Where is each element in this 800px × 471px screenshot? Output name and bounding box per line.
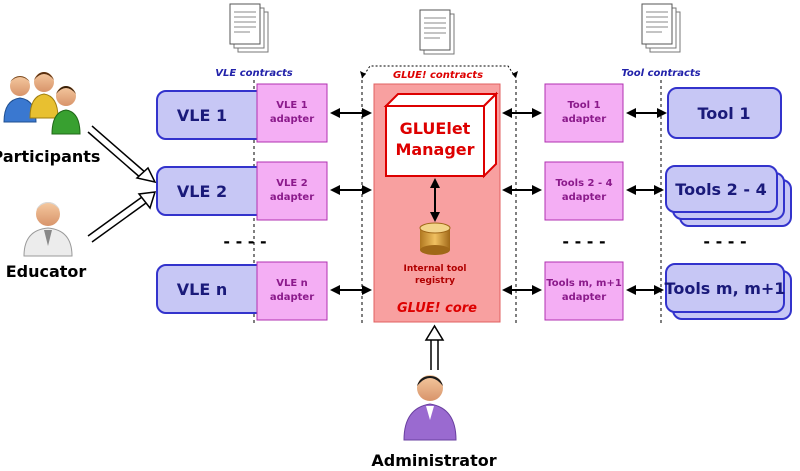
- tool-2-box: [665, 165, 778, 213]
- tool-1-adapter-box: [544, 83, 624, 143]
- educator-to-vle-arrow: [87, 191, 157, 243]
- vle-contract-document-icon: [229, 3, 269, 53]
- vle-2-adapter-label: VLE 2: [276, 178, 307, 189]
- participants-label: Participants: [0, 147, 100, 166]
- tool-m-adapter-label: Tools m, m+1: [546, 278, 622, 289]
- vle-2-label: VLE 2: [177, 182, 227, 201]
- tool-1-adapter-label: Tool 1: [567, 100, 600, 111]
- vle-contracts-label: VLE contracts: [215, 68, 293, 79]
- vle-2-adapter-sublabel: adapter: [270, 192, 314, 203]
- glue-contract-document-icon: [419, 9, 455, 55]
- vle-1-adapter-box: [256, 83, 328, 143]
- tool-2-adapter-sublabel: adapter: [562, 192, 606, 203]
- vle-row-1: VLE 1 VLE 1 adapter: [156, 83, 372, 143]
- tool-adapter-ellipsis: - - - -: [562, 232, 605, 251]
- tool-m-box: [665, 263, 785, 313]
- registry-label-line1: Internal tool: [403, 264, 466, 274]
- vle-1-adapter-label: VLE 1: [276, 100, 307, 111]
- tool-1-label: Tool 1: [698, 104, 751, 123]
- educator-icon: [23, 202, 73, 257]
- tool-m-label: Tools m, m+1: [665, 279, 786, 298]
- vle-2-adapter-box: [256, 161, 328, 221]
- gluelet-manager-box: GLUElet Manager: [383, 91, 499, 179]
- vle-1-label: VLE 1: [177, 106, 227, 125]
- tool-ellipsis: - - - -: [703, 232, 746, 251]
- gluelet-manager-line2: Manager: [395, 140, 474, 159]
- database-icon: [419, 222, 451, 255]
- gluelet-manager-line1: GLUElet: [400, 119, 471, 138]
- tool-row-m: Tools m, m+1 adapter Tools m, m+1: [502, 261, 792, 321]
- vle-row-n: VLE n VLE n adapter: [156, 261, 372, 321]
- administrator-to-core-arrow: [424, 324, 445, 370]
- tool-2-adapter-label: Tools 2 - 4: [555, 178, 612, 189]
- educator-label: Educator: [6, 262, 87, 281]
- glue-contracts-label: GLUE! contracts: [393, 70, 483, 81]
- tool-contract-document-icon: [641, 3, 681, 53]
- administrator-label: Administrator: [371, 451, 496, 470]
- vle-n-label: VLE n: [177, 280, 227, 299]
- tool-1-box: [667, 87, 782, 139]
- tool-row-1: Tool 1 adapter Tool 1: [502, 83, 782, 143]
- tool-m-adapter-box: [544, 261, 624, 321]
- tool-2-adapter-box: [544, 161, 624, 221]
- participants-to-vle-arrow: [87, 125, 157, 184]
- tool-2-label: Tools 2 - 4: [675, 180, 766, 199]
- administrator-icon: [403, 375, 457, 441]
- registry-label-line2: registry: [415, 276, 455, 286]
- vle-n-adapter-box: [256, 261, 328, 321]
- participants-icon: [3, 72, 81, 135]
- tool-contracts-label: Tool contracts: [621, 68, 700, 79]
- tool-row-2: Tools 2 - 4 adapter Tools 2 - 4: [502, 161, 792, 227]
- vle-1-adapter-sublabel: adapter: [270, 114, 314, 125]
- vle-ellipsis: - - - -: [223, 232, 266, 251]
- vle-row-2: VLE 2 VLE 2 adapter: [156, 161, 372, 221]
- vle-n-adapter-label: VLE n: [276, 278, 308, 289]
- vle-n-adapter-sublabel: adapter: [270, 292, 314, 303]
- tool-1-adapter-sublabel: adapter: [562, 114, 606, 125]
- glue-core-label: GLUE! core: [397, 301, 477, 316]
- tool-m-adapter-sublabel: adapter: [562, 292, 606, 303]
